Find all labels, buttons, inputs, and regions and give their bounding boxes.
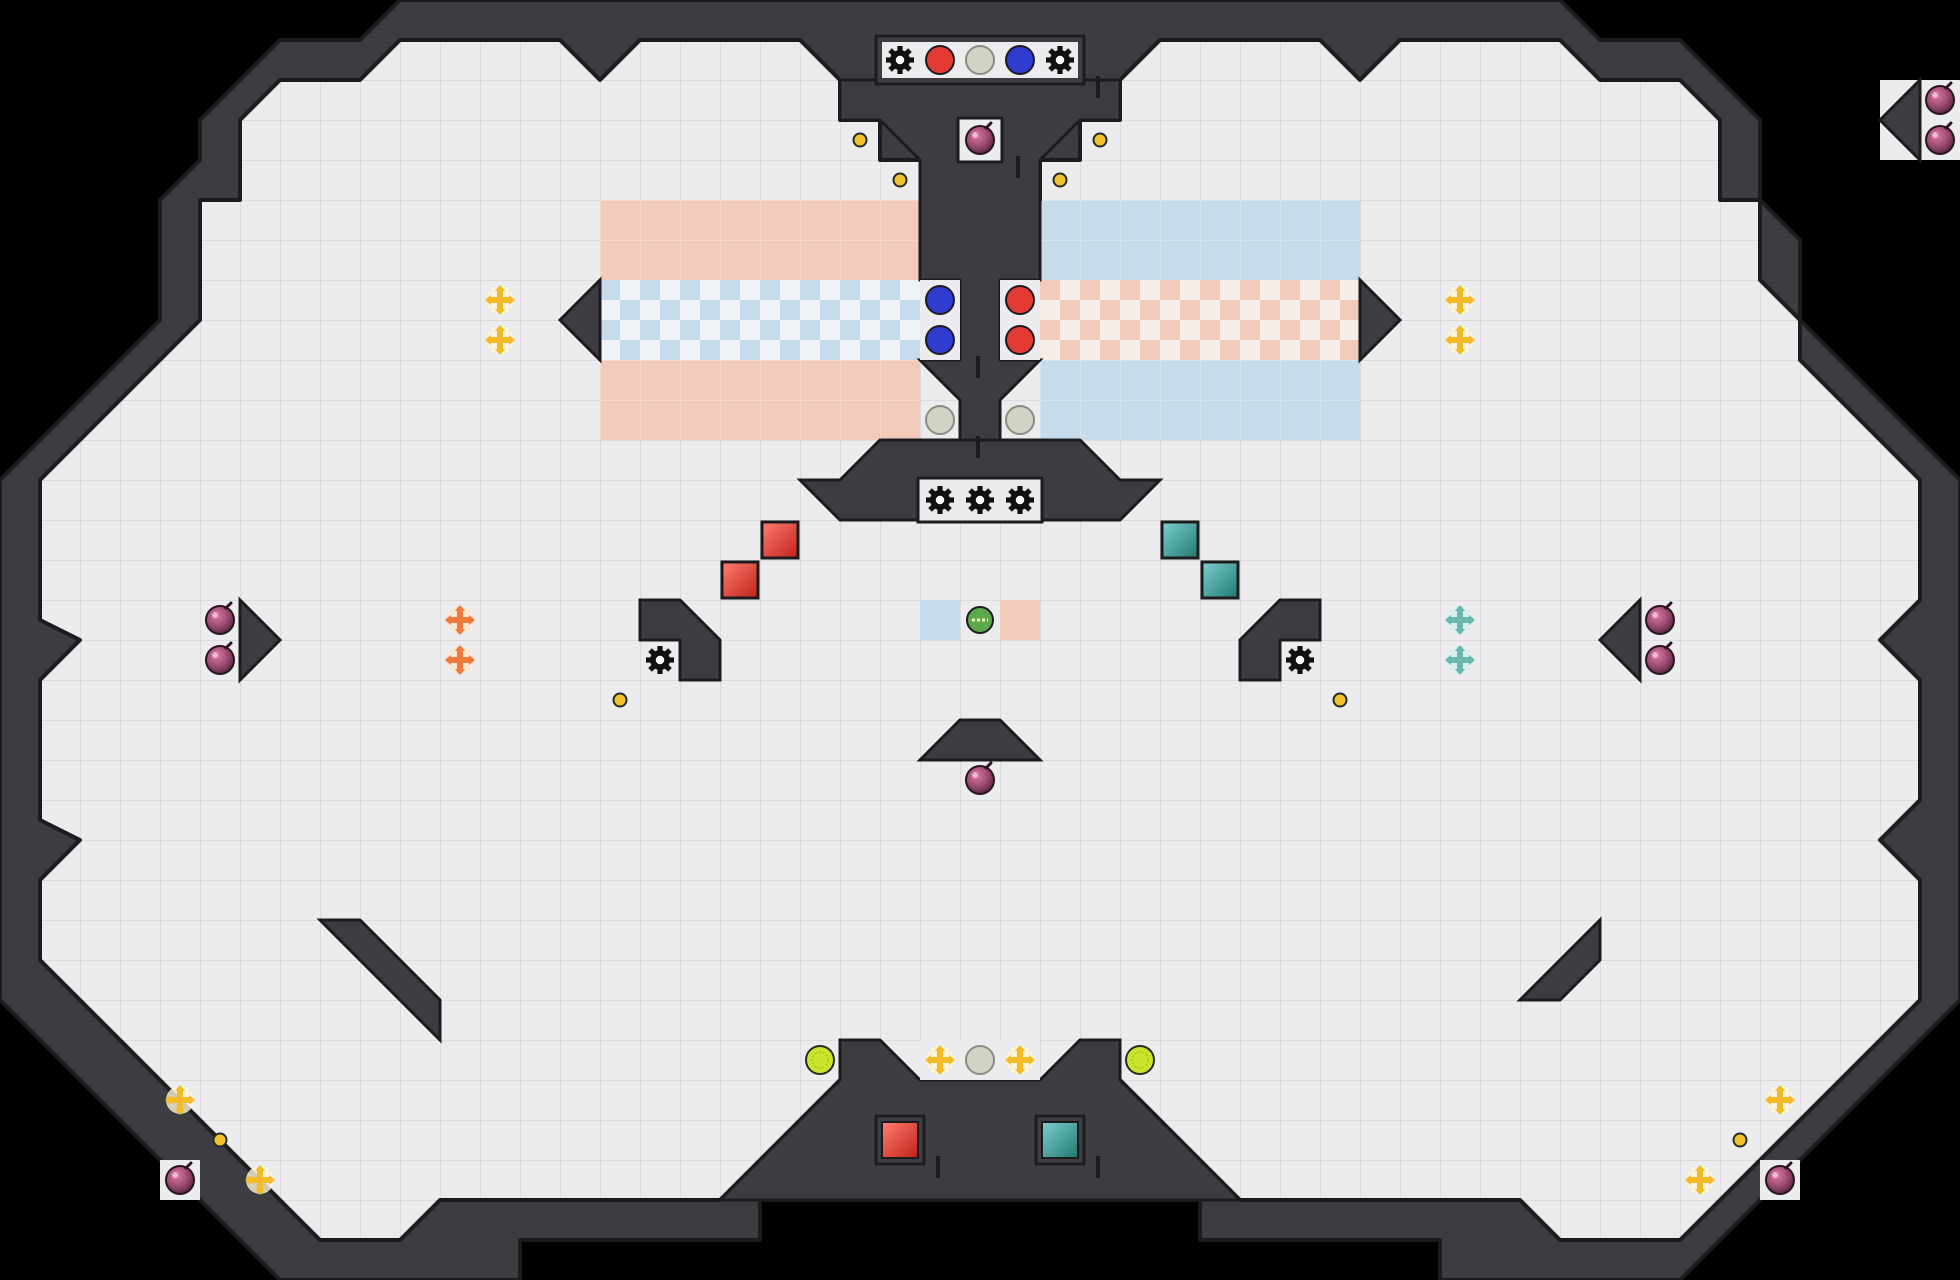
red-team-ball[interactable]: [1005, 285, 1035, 315]
flag-ball[interactable]: [966, 606, 994, 634]
right-wall-bumper: [1597, 596, 1642, 684]
red-checker-zone: [1040, 280, 1360, 360]
gate-marker: [1096, 76, 1100, 98]
small-dot[interactable]: [1732, 1132, 1748, 1148]
neutral-ball[interactable]: [925, 405, 955, 435]
red-team-ball[interactable]: [1005, 325, 1035, 355]
small-dot[interactable]: [1092, 132, 1108, 148]
red-team-ball[interactable]: [925, 45, 955, 75]
red-score-zone-lower: [600, 360, 920, 440]
center-bumper: [916, 718, 1044, 762]
red-gate[interactable]: [760, 520, 800, 560]
gate-marker: [976, 356, 980, 378]
neutral-ball[interactable]: [965, 45, 995, 75]
diagonal-wall-right: [1516, 916, 1602, 1002]
small-dot[interactable]: [1332, 692, 1348, 708]
small-dot[interactable]: [612, 692, 628, 708]
red-tile-center: [1000, 600, 1040, 640]
neutral-ball[interactable]: [1005, 405, 1035, 435]
blue-tile-center: [920, 600, 960, 640]
boost-pad[interactable]: [805, 1045, 835, 1075]
blue-team-ball[interactable]: [925, 325, 955, 355]
blue-score-zone-upper: [1040, 200, 1360, 280]
red-score-zone-upper: [600, 200, 920, 280]
red-gate[interactable]: [881, 1121, 919, 1159]
left-bumper: [557, 276, 602, 364]
gate-marker: [976, 436, 980, 458]
blue-team-ball[interactable]: [925, 285, 955, 315]
teal-gate[interactable]: [1160, 520, 1200, 560]
right-center-wall: [1238, 598, 1322, 682]
right-bumper: [1358, 276, 1403, 364]
legend-panel: [1877, 76, 1960, 164]
small-dot[interactable]: [892, 172, 908, 188]
gate-marker: [936, 1156, 940, 1178]
left-wall-bumper: [238, 596, 283, 684]
red-gate[interactable]: [720, 560, 760, 600]
small-dot[interactable]: [1052, 172, 1068, 188]
blue-team-ball[interactable]: [1005, 45, 1035, 75]
blue-checker-zone: [600, 280, 920, 360]
blue-score-zone-lower: [1040, 360, 1360, 440]
gate-marker: [1096, 1156, 1100, 1178]
neutral-ball[interactable]: [965, 1045, 995, 1075]
teal-gate[interactable]: [1041, 1121, 1079, 1159]
teal-gate[interactable]: [1200, 560, 1240, 600]
small-dot[interactable]: [852, 132, 868, 148]
gate-marker: [1016, 156, 1020, 178]
small-dot[interactable]: [212, 1132, 228, 1148]
boost-pad[interactable]: [1125, 1045, 1155, 1075]
left-center-wall: [638, 598, 722, 682]
diagonal-wall-left: [316, 918, 442, 1044]
